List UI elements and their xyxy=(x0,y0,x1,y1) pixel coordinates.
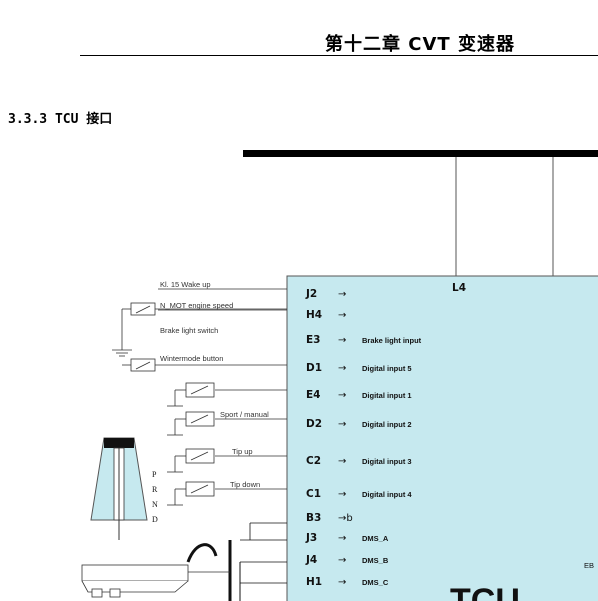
pin-label-9: B3 xyxy=(306,512,321,524)
page-header-chapter-title: 第十二章 CVT 变速器 xyxy=(325,34,515,55)
pin-arrow-3: → xyxy=(338,335,346,346)
pin-label-6: D2 xyxy=(306,418,322,430)
pin-label-7: C2 xyxy=(306,455,321,467)
switch-contact-4 xyxy=(190,484,209,494)
bus-bar xyxy=(243,150,598,157)
pin-arrow-4: → xyxy=(338,363,346,374)
signal-label-12: DMS_C xyxy=(362,578,389,587)
signal-label-10: DMS_A xyxy=(362,534,389,543)
pin-arrow-9: →b xyxy=(338,513,353,524)
input-label-6: Sport / manual xyxy=(220,410,269,419)
switch-contact-3 xyxy=(190,451,209,461)
gear-selector-lever xyxy=(90,437,148,540)
switch-contact-2 xyxy=(190,414,209,424)
pin-arrow-11: → xyxy=(338,555,346,566)
pin-arrow-12: → xyxy=(338,577,346,588)
pin-arrow-1: → xyxy=(338,289,346,300)
signal-label-5: Digital input 1 xyxy=(362,391,412,400)
switch-contact-1 xyxy=(190,385,209,395)
pin-arrow-10: → xyxy=(338,533,346,544)
pin-label-11: J4 xyxy=(305,554,317,566)
pin-arrow-6: → xyxy=(338,419,346,430)
input-label-7: Tip up xyxy=(232,447,253,456)
tcu-title: TCU xyxy=(450,582,520,601)
signal-label-11: DMS_B xyxy=(362,556,389,565)
ground-symbol xyxy=(112,349,132,357)
pin-label-5: E4 xyxy=(306,389,320,401)
input-label-1: Kl. 15 Wake up xyxy=(160,280,211,289)
input-label-4: Wintermode button xyxy=(160,354,223,363)
signal-label-8: Digital input 4 xyxy=(362,490,412,499)
pin-label-2: H4 xyxy=(306,309,322,321)
dms-sensor-wiring xyxy=(186,522,287,601)
tcu-block xyxy=(286,275,598,601)
brake-light-switch-symbol xyxy=(121,302,287,350)
signal-label-3: Brake light input xyxy=(362,336,422,345)
pin-label-8: C1 xyxy=(306,488,321,500)
pin-label-3: E3 xyxy=(306,334,320,346)
pin-label-10: J3 xyxy=(305,532,317,544)
tcu-edge-label: EB xyxy=(584,561,594,570)
pin-arrow-8: → xyxy=(338,489,346,500)
gear-position-p: P xyxy=(152,470,157,479)
pin-arrow-2: → xyxy=(338,310,346,321)
signal-label-4: Digital input 5 xyxy=(362,364,412,373)
gear-position-r: R xyxy=(152,485,158,494)
pin-arrow-5: → xyxy=(338,390,346,401)
wintermode-button-symbol xyxy=(122,358,287,372)
signal-label-6: Digital input 2 xyxy=(362,420,412,429)
header-rule xyxy=(80,55,598,56)
input-label-3: Brake light switch xyxy=(160,326,218,335)
input-label-8: Tip down xyxy=(230,480,260,489)
pin-label-12: H1 xyxy=(306,576,322,588)
tcu-corner-label: L4 xyxy=(452,282,466,294)
gear-position-d: D xyxy=(152,515,158,524)
dms-sensor-housing xyxy=(81,564,230,598)
section-heading: 3.3.3 TCU 接口 xyxy=(8,112,113,127)
input-label-2: N_MOT engine speed xyxy=(160,301,233,310)
pin-arrow-7: → xyxy=(338,456,346,467)
pin-label-1: J2 xyxy=(305,288,317,300)
signal-label-7: Digital input 3 xyxy=(362,457,412,466)
gear-position-n: N xyxy=(152,500,158,509)
pin-label-4: D1 xyxy=(306,362,322,374)
